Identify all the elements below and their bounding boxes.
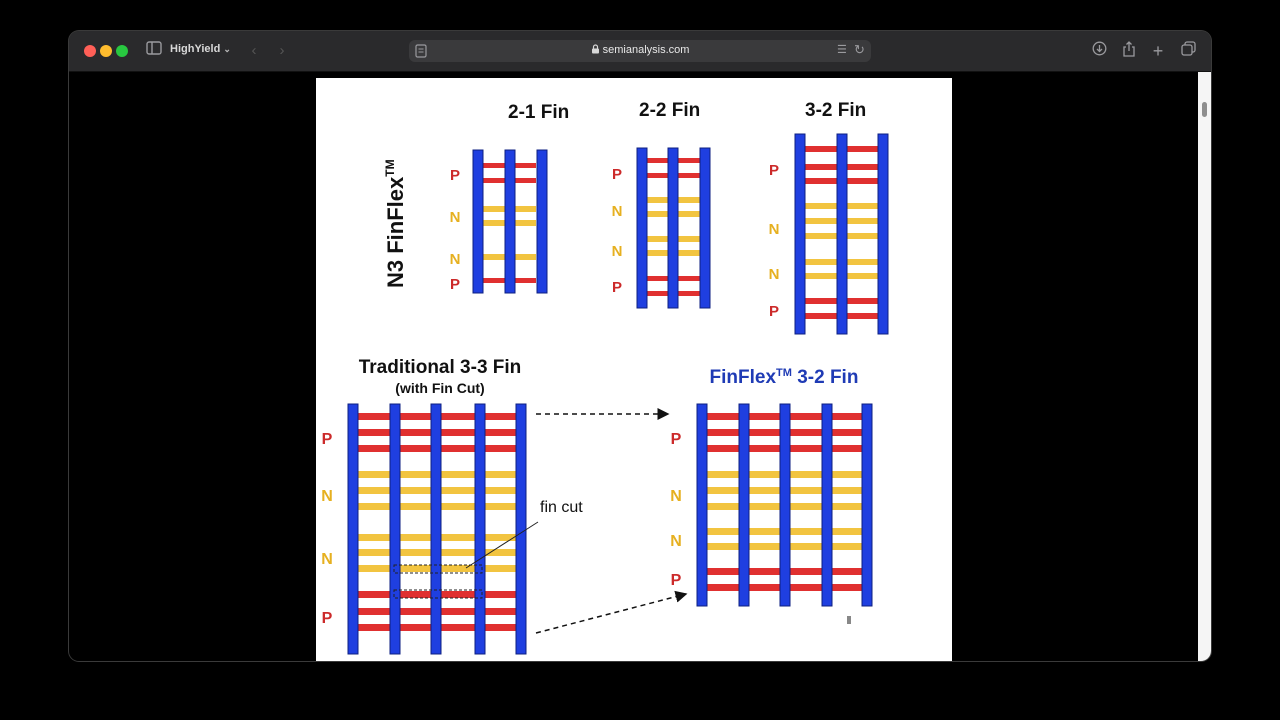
reload-icon[interactable]: ↻ bbox=[854, 42, 865, 57]
reader-icon[interactable] bbox=[415, 44, 427, 63]
diagram-title: FinFlexTM 3-2 Fin bbox=[710, 367, 859, 388]
chevron-down-icon: ⌄ bbox=[223, 44, 231, 54]
region-label-n: N bbox=[321, 488, 333, 505]
gate bbox=[779, 403, 791, 607]
fin-cut-box bbox=[393, 564, 483, 574]
gate bbox=[515, 403, 527, 655]
gate bbox=[861, 403, 873, 607]
gate bbox=[636, 147, 648, 309]
title-text: FinFlex bbox=[710, 367, 777, 388]
new-tab-icon[interactable]: + bbox=[1152, 41, 1164, 61]
annotation-leader bbox=[465, 521, 539, 569]
diagram-title: 2-2 Fin bbox=[639, 100, 700, 121]
fin-cut-label: fin cut bbox=[540, 499, 583, 516]
fin-cut-box bbox=[393, 589, 483, 599]
region-label-p: P bbox=[450, 167, 460, 184]
gate bbox=[821, 403, 833, 607]
back-icon[interactable]: ‹ bbox=[251, 42, 257, 59]
region-label-p: P bbox=[322, 610, 333, 627]
gate bbox=[699, 147, 711, 309]
dashed-arrow bbox=[535, 590, 688, 634]
region-label-n: N bbox=[321, 551, 333, 568]
vertical-title: N3 FinFlexTM bbox=[383, 159, 408, 288]
region-label-p: P bbox=[322, 431, 333, 448]
translate-icon[interactable]: ☰ bbox=[837, 44, 847, 56]
scrollbar-thumb[interactable] bbox=[1202, 102, 1207, 117]
region-label-p: P bbox=[671, 572, 682, 589]
region-label-p: P bbox=[769, 162, 779, 179]
tab-group-selector[interactable]: HighYield ⌄ bbox=[170, 43, 231, 55]
gate bbox=[389, 403, 401, 655]
region-label-n: N bbox=[670, 533, 682, 550]
region-label-p: P bbox=[671, 431, 682, 448]
browser-window: HighYield ⌄ ‹ › semianalysis.com ☰ ↻ + bbox=[69, 31, 1211, 661]
gate bbox=[877, 133, 889, 335]
tab-overview-icon[interactable] bbox=[1178, 41, 1198, 61]
gate bbox=[738, 403, 750, 607]
forward-icon[interactable]: › bbox=[279, 42, 285, 59]
close-window-button[interactable] bbox=[84, 45, 96, 57]
trademark-mark: TM bbox=[776, 367, 792, 379]
gate bbox=[472, 149, 484, 294]
tab-group-name: HighYield bbox=[170, 43, 221, 55]
gate bbox=[347, 403, 359, 655]
url-display: semianalysis.com bbox=[409, 44, 871, 56]
diagram-title: 3-2 Fin bbox=[805, 100, 866, 121]
title-text: 3-2 Fin bbox=[792, 367, 859, 388]
zoom-window-button[interactable] bbox=[116, 45, 128, 57]
share-icon[interactable] bbox=[1119, 41, 1139, 61]
trademark-mark: TM bbox=[383, 159, 397, 176]
gate bbox=[430, 403, 442, 655]
region-label-n: N bbox=[769, 266, 780, 283]
region-label-p: P bbox=[769, 303, 779, 320]
region-label-p: P bbox=[450, 276, 460, 293]
region-label-n: N bbox=[612, 243, 623, 260]
gate bbox=[836, 133, 848, 335]
downloads-icon[interactable] bbox=[1089, 41, 1109, 61]
gate bbox=[696, 403, 708, 607]
region-label-n: N bbox=[450, 251, 461, 268]
lock-icon bbox=[591, 44, 603, 56]
cursor-marker bbox=[847, 616, 851, 624]
diagram-title: 2-1 Fin bbox=[508, 102, 569, 123]
gate bbox=[474, 403, 486, 655]
region-label-n: N bbox=[769, 221, 780, 238]
gate bbox=[667, 147, 679, 309]
gate bbox=[504, 149, 516, 294]
region-label-p: P bbox=[612, 166, 622, 183]
address-bar[interactable]: semianalysis.com ☰ ↻ bbox=[409, 40, 871, 62]
region-label-n: N bbox=[450, 209, 461, 226]
region-label-n: N bbox=[670, 488, 682, 505]
gate bbox=[794, 133, 806, 335]
browser-toolbar: HighYield ⌄ ‹ › semianalysis.com ☰ ↻ + bbox=[69, 31, 1211, 72]
scrollbar[interactable] bbox=[1198, 72, 1211, 661]
diagram-subtitle: (with Fin Cut) bbox=[395, 380, 484, 396]
minimize-window-button[interactable] bbox=[100, 45, 112, 57]
region-label-n: N bbox=[612, 203, 623, 220]
gate bbox=[536, 149, 548, 294]
diagram-title: Traditional 3-3 Fin bbox=[359, 357, 522, 378]
sidebar-toggle-icon[interactable] bbox=[144, 41, 164, 61]
region-label-p: P bbox=[612, 279, 622, 296]
url-text: semianalysis.com bbox=[602, 44, 690, 56]
